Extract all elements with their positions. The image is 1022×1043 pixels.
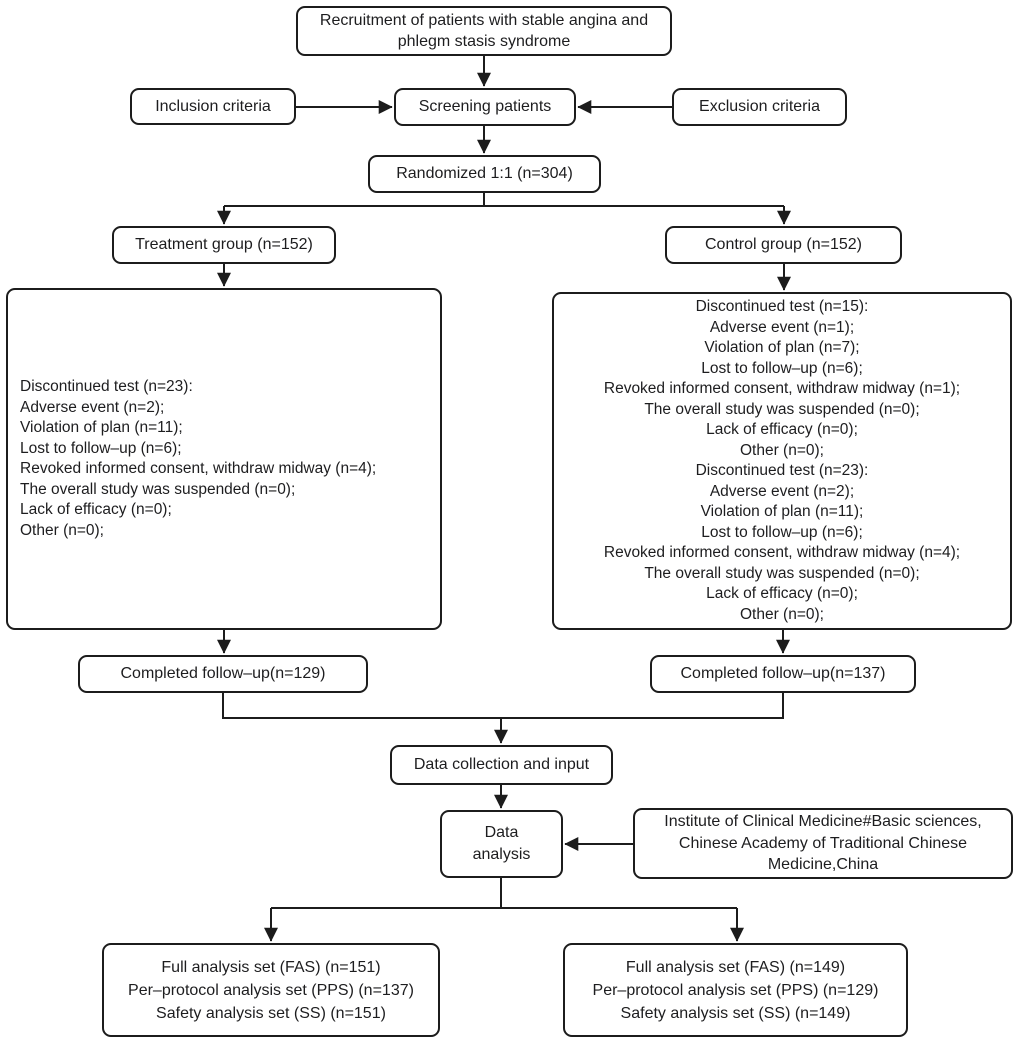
control-group-label: Control group (n=152) xyxy=(705,236,862,253)
line-randomized-split xyxy=(224,193,784,207)
control-discontinued-text: Discontinued test (n=15): Adverse event … xyxy=(603,298,961,623)
control-analysis-sets-text: Full analysis set (FAS) (n=149) Per–prot… xyxy=(592,958,879,1022)
treatment-group-box: Treatment group (n=152) xyxy=(112,226,336,264)
inclusion-criteria-label: Inclusion criteria xyxy=(155,97,271,115)
exclusion-criteria-box: Exclusion criteria xyxy=(672,88,847,126)
data-analysis-box: Data analysis xyxy=(440,810,563,878)
recruitment-label: Recruitment of patients with stable angi… xyxy=(319,12,649,50)
control-group-box: Control group (n=152) xyxy=(665,226,902,264)
recruitment-box: Recruitment of patients with stable angi… xyxy=(296,6,672,56)
completed-followup-control-label: Completed follow–up(n=137) xyxy=(680,665,886,682)
treatment-group-label: Treatment group (n=152) xyxy=(135,236,313,253)
completed-followup-treatment-label: Completed follow–up(n=129) xyxy=(120,665,326,682)
completed-followup-control-box: Completed follow–up(n=137) xyxy=(650,655,916,693)
treatment-analysis-sets-box: Full analysis set (FAS) (n=151) Per–prot… xyxy=(102,943,440,1037)
randomized-box: Randomized 1:1 (n=304) xyxy=(368,155,601,193)
institute-text: Institute of Clinical Medicine#Basic sci… xyxy=(664,813,982,874)
screening-patients-label: Screening patients xyxy=(418,98,552,115)
data-analysis-label: Data analysis xyxy=(472,824,531,863)
institute-box: Institute of Clinical Medicine#Basic sci… xyxy=(633,808,1013,879)
data-collection-box: Data collection and input xyxy=(390,745,613,785)
treatment-discontinued-text: Discontinued test (n=23): Adverse event … xyxy=(20,378,377,539)
line-completed-merge xyxy=(222,693,784,726)
randomized-label: Randomized 1:1 (n=304) xyxy=(396,165,573,182)
inclusion-criteria-box: Inclusion criteria xyxy=(130,88,296,125)
treatment-discontinued-box: Discontinued test (n=23): Adverse event … xyxy=(6,288,442,630)
completed-followup-treatment-box: Completed follow–up(n=129) xyxy=(78,655,368,693)
screening-patients-box: Screening patients xyxy=(394,88,576,126)
control-analysis-sets-box: Full analysis set (FAS) (n=149) Per–prot… xyxy=(563,943,908,1037)
line-analysis-split xyxy=(271,878,737,909)
exclusion-criteria-label: Exclusion criteria xyxy=(699,98,820,115)
control-discontinued-box: Discontinued test (n=15): Adverse event … xyxy=(552,292,1012,630)
data-collection-label: Data collection and input xyxy=(413,756,590,773)
treatment-analysis-sets-text: Full analysis set (FAS) (n=151) Per–prot… xyxy=(128,958,414,1022)
